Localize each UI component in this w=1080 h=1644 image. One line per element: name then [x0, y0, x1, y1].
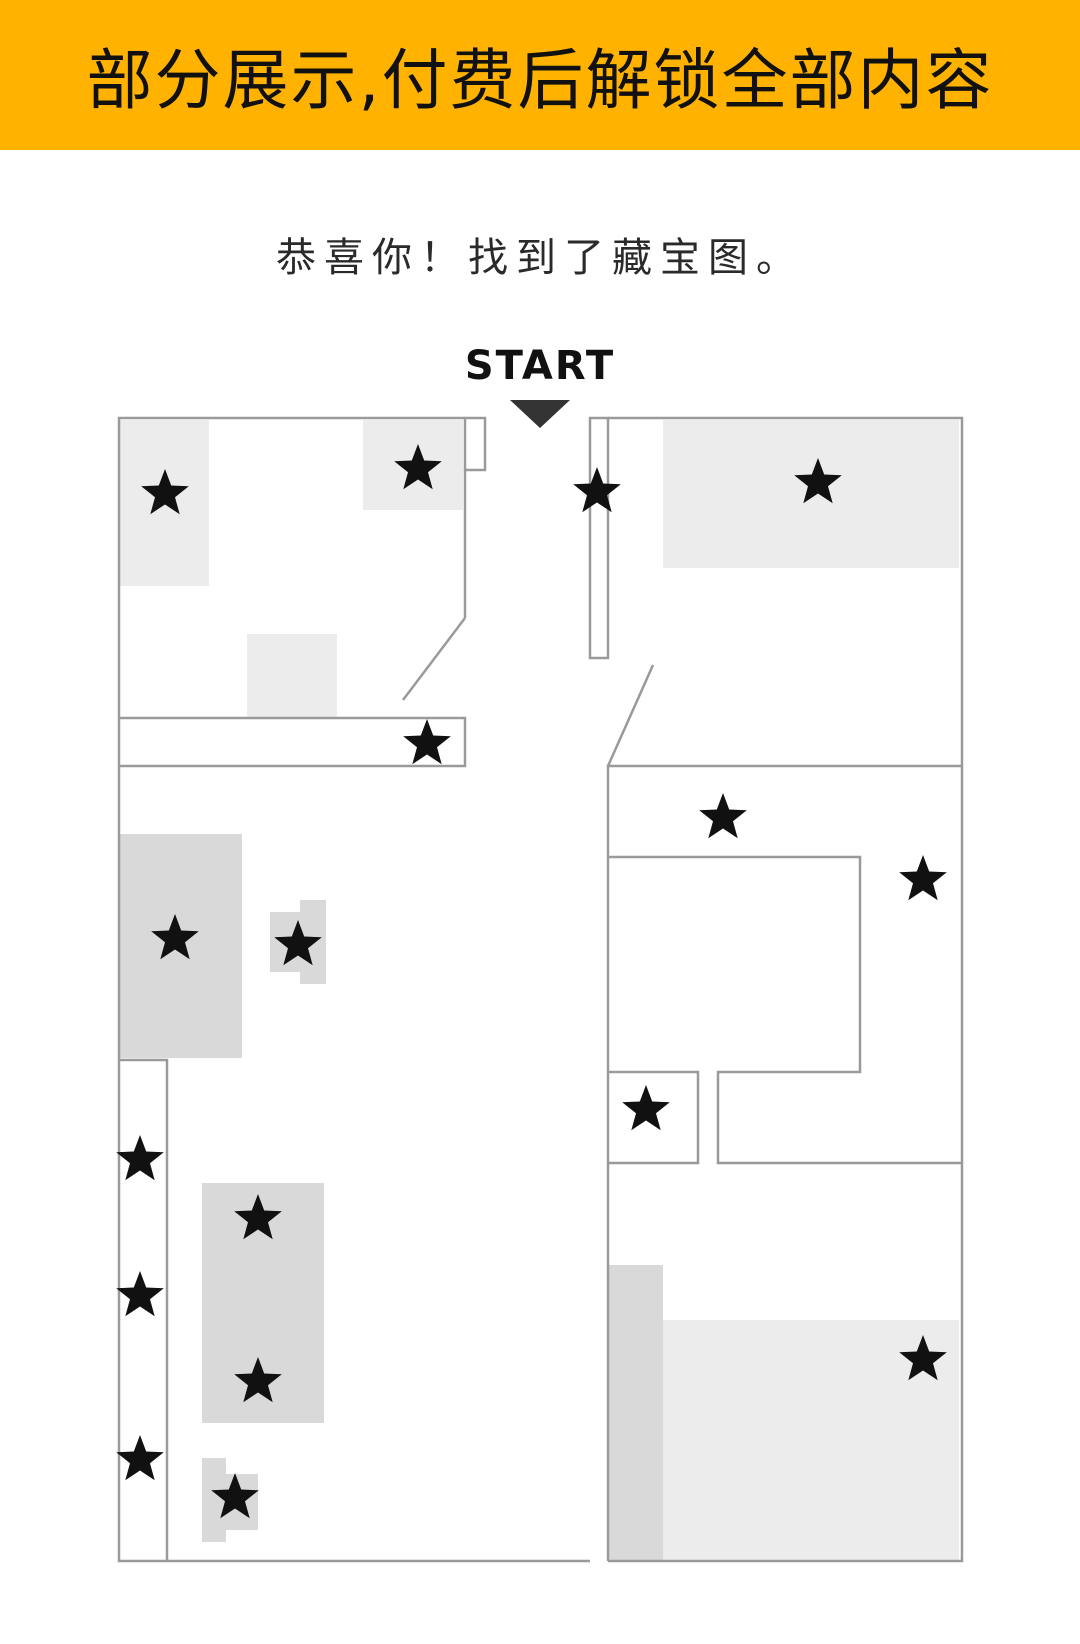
unlock-banner-text: 部分展示,付费后解锁全部内容	[86, 42, 994, 119]
furniture-table-topleft	[247, 634, 337, 718]
star-icon	[622, 1085, 670, 1131]
start-arrow-icon	[510, 400, 570, 428]
congratulations-text: 恭喜你！找到了藏宝图。	[276, 235, 804, 281]
star-icon	[141, 469, 189, 515]
star-icon	[403, 719, 451, 765]
star-icon	[234, 1194, 282, 1240]
star-icon	[274, 920, 322, 966]
star-icon	[151, 914, 199, 960]
start-label: START	[464, 343, 616, 389]
star-icon	[116, 1271, 164, 1317]
furniture-chair-a	[202, 1458, 226, 1542]
unlock-banner[interactable]: 部分展示,付费后解锁全部内容	[0, 0, 1080, 150]
star-icon	[899, 1335, 947, 1381]
star-icon	[394, 444, 442, 490]
star-icon	[116, 1135, 164, 1181]
star-icon	[116, 1435, 164, 1481]
star-icon	[573, 467, 621, 513]
treasure-stars	[116, 444, 947, 1519]
star-icon	[699, 793, 747, 839]
furniture-closet-bottomright	[608, 1265, 663, 1561]
star-icon	[234, 1357, 282, 1403]
star-icon	[211, 1473, 259, 1519]
star-icon	[899, 855, 947, 901]
floorplan-walls	[117, 416, 964, 1563]
star-icon	[794, 458, 842, 504]
